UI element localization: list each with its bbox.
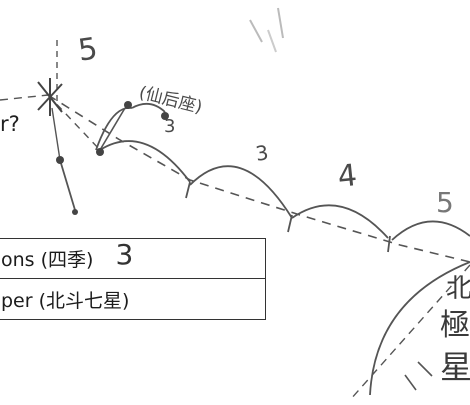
- table-row: ons (四季) 3: [0, 239, 265, 279]
- tick-2: [287, 214, 293, 233]
- hatch-line: [404, 374, 417, 391]
- stick-line-1: [59, 159, 76, 211]
- stick-line-3: [51, 107, 61, 161]
- small-arc-2: [131, 102, 166, 113]
- big-arc-1: [189, 165, 293, 219]
- answer-table: ons (四季) 3 per (北斗七星): [0, 238, 266, 320]
- star-dot: [124, 101, 132, 109]
- star-dot: [72, 209, 78, 215]
- handwritten-note: 3: [115, 239, 134, 271]
- star-dot: [161, 112, 169, 120]
- handwritten-char: 星: [440, 348, 470, 386]
- star-dot: [56, 156, 64, 164]
- dashed-guide-line: [47, 94, 470, 263]
- handwritten-arc-number: 4: [336, 158, 359, 195]
- star-mark: [37, 78, 63, 116]
- big-arc-3: [391, 220, 470, 241]
- hatch-line: [417, 361, 433, 377]
- faint-stroke: [249, 19, 263, 43]
- tick-3: [387, 235, 391, 253]
- question-fragment: r?: [0, 112, 20, 136]
- faint-stroke: [267, 29, 277, 53]
- handwritten-char: 極: [440, 308, 470, 343]
- tick-1: [185, 181, 191, 199]
- big-arc-2: [291, 204, 389, 239]
- table-cell-text: per (北斗七星): [1, 289, 130, 312]
- handwritten-char: 北: [446, 274, 470, 304]
- handwritten-arc-number: 5: [436, 186, 454, 219]
- star-dot: [96, 148, 104, 156]
- dashed-guide-line-upper: [0, 94, 49, 101]
- stick-line-2: [99, 107, 126, 151]
- table-row: per (北斗七星): [0, 279, 265, 319]
- table-cell-text: ons (四季): [1, 249, 94, 271]
- dashed-diagonal: [349, 264, 470, 401]
- big-arc-4: [369, 261, 470, 396]
- faint-stroke: [277, 7, 284, 39]
- handwritten-arc-number: 3: [164, 116, 176, 137]
- small-arc-3: [99, 140, 191, 183]
